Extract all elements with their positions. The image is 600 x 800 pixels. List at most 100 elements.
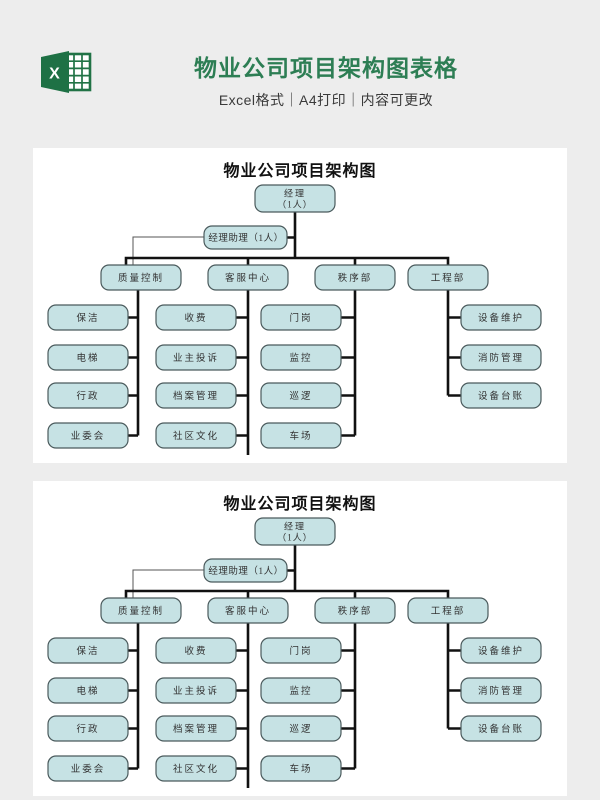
org-node-child-1-2-label: 电梯 xyxy=(76,685,99,697)
org-node-manager-line1: 经理 xyxy=(284,521,306,532)
org-node-child-1-1: 保洁 xyxy=(47,304,129,331)
org-node-dept-2-label: 客服中心 xyxy=(225,272,271,284)
org-node-child-2-4-label: 社区文化 xyxy=(173,763,219,775)
org-node-child-4-1-label: 设备维护 xyxy=(478,645,524,657)
org-node-dept-2-label: 客服中心 xyxy=(225,605,271,617)
org-node-manager-line2: （1人） xyxy=(277,533,313,543)
org-node-child-4-1-label: 设备维护 xyxy=(478,312,524,324)
org-node-child-2-1: 收费 xyxy=(155,304,237,331)
org-node-child-3-1: 门岗 xyxy=(260,304,342,331)
org-node-child-4-3-label: 设备台账 xyxy=(478,390,524,402)
org-node-child-3-3-label: 巡逻 xyxy=(289,724,312,735)
org-node-dept-1-label: 质量控制 xyxy=(118,605,164,617)
org-node-child-4-1: 设备维护 xyxy=(460,637,542,664)
org-node-dept-4: 工程部 xyxy=(407,264,489,291)
org-node-manager: 经理（1人） xyxy=(254,184,336,213)
org-node-child-2-3-label: 档案管理 xyxy=(173,723,219,735)
org-node-child-3-4: 车场 xyxy=(260,755,342,782)
org-node-child-1-4: 业委会 xyxy=(47,755,129,782)
org-node-child-4-2: 消防管理 xyxy=(460,344,542,371)
org-node-child-1-4-label: 业委会 xyxy=(71,430,106,442)
org-node-child-1-3-label: 行政 xyxy=(76,723,99,735)
org-node-child-1-1: 保洁 xyxy=(47,637,129,664)
org-node-manager-line1: 经理 xyxy=(284,188,306,199)
org-node-dept-2: 客服中心 xyxy=(207,597,289,624)
org-node-dept-4-label: 工程部 xyxy=(431,272,466,284)
org-node-child-3-1-label: 门岗 xyxy=(289,312,312,324)
org-node-child-1-3: 行政 xyxy=(47,382,129,409)
org-node-child-3-4-label: 车场 xyxy=(289,430,312,442)
org-node-child-2-2: 业主投诉 xyxy=(155,677,237,704)
svg-text:X: X xyxy=(49,66,60,83)
org-node-dept-4-label: 工程部 xyxy=(431,605,466,617)
org-node-child-1-4: 业委会 xyxy=(47,422,129,449)
chart-title-2: 物业公司项目架构图 xyxy=(223,496,377,513)
org-node-child-4-1: 设备维护 xyxy=(460,304,542,331)
org-node-child-1-3: 行政 xyxy=(47,715,129,742)
org-node-child-4-2: 消防管理 xyxy=(460,677,542,704)
org-node-dept-1-label: 质量控制 xyxy=(118,272,164,284)
org-node-child-3-3: 巡逻 xyxy=(260,382,342,409)
excel-icon: X xyxy=(41,51,92,93)
org-node-child-2-4: 社区文化 xyxy=(155,422,237,449)
page-subtitle: Excel格式｜A4打印｜内容可更改 xyxy=(218,92,434,108)
org-node-child-4-3: 设备台账 xyxy=(460,382,542,409)
org-node-child-1-2: 电梯 xyxy=(47,677,129,704)
org-node-child-1-2-label: 电梯 xyxy=(76,352,99,364)
org-node-dept-2: 客服中心 xyxy=(207,264,289,291)
org-node-child-2-2-label: 业主投诉 xyxy=(173,685,219,697)
chart-panel-1: 物业公司项目架构图 经理（1人） 经理助理（1人） 质量控制保洁电梯行政业委会 客服中… xyxy=(33,148,567,463)
assistant-branch-line xyxy=(132,236,204,265)
org-node-child-1-3-label: 行政 xyxy=(76,390,99,402)
chart-title-1: 物业公司项目架构图 xyxy=(223,163,377,180)
org-node-dept-3-label: 秩序部 xyxy=(338,272,373,284)
org-node-assistant-label: 经理助理（1人） xyxy=(208,232,283,244)
org-node-child-2-1-label: 收费 xyxy=(184,312,207,324)
org-node-child-2-4-label: 社区文化 xyxy=(173,430,219,442)
page-title: 物业公司项目架构图表格 xyxy=(194,55,458,81)
org-node-child-2-1-label: 收费 xyxy=(184,645,207,657)
org-node-child-4-3-label: 设备台账 xyxy=(478,723,524,735)
org-node-child-3-2: 监控 xyxy=(260,344,342,371)
org-node-dept-1: 质量控制 xyxy=(100,264,182,291)
header-text: 物业公司项目架构图表格 Excel格式｜A4打印｜内容可更改 xyxy=(52,0,600,110)
org-node-dept-1: 质量控制 xyxy=(100,597,182,624)
header: X 物业公司项目架构图表格 Excel格式｜A4打印｜内容可更改 xyxy=(0,0,600,130)
org-connector-lines xyxy=(124,211,461,455)
org-node-dept-3: 秩序部 xyxy=(314,597,396,624)
assistant-branch-line xyxy=(132,569,204,598)
org-node-dept-3-label: 秩序部 xyxy=(338,605,373,617)
org-node-dept-4: 工程部 xyxy=(407,597,489,624)
org-node-child-1-4-label: 业委会 xyxy=(71,763,106,775)
org-node-assistant: 经理助理（1人） xyxy=(203,558,288,583)
org-node-manager-line2: （1人） xyxy=(277,200,313,210)
org-node-child-1-1-label: 保洁 xyxy=(76,312,99,324)
org-node-assistant: 经理助理（1人） xyxy=(203,225,288,250)
org-node-child-1-2: 电梯 xyxy=(47,344,129,371)
org-node-child-2-2-label: 业主投诉 xyxy=(173,352,219,364)
org-node-child-3-1-label: 门岗 xyxy=(289,645,312,657)
org-node-child-3-4: 车场 xyxy=(260,422,342,449)
org-connector-lines xyxy=(124,544,461,788)
org-node-child-2-2: 业主投诉 xyxy=(155,344,237,371)
org-node-child-3-3-label: 巡逻 xyxy=(289,391,312,402)
org-node-child-2-4: 社区文化 xyxy=(155,755,237,782)
org-node-child-2-1: 收费 xyxy=(155,637,237,664)
org-node-child-3-3: 巡逻 xyxy=(260,715,342,742)
chart-panel-2: 物业公司项目架构图 经理（1人） 经理助理（1人） 质量控制保洁电梯行政业委会 客服中… xyxy=(33,481,567,796)
org-node-child-2-3: 档案管理 xyxy=(155,382,237,409)
org-node-child-4-3: 设备台账 xyxy=(460,715,542,742)
org-node-assistant-label: 经理助理（1人） xyxy=(208,565,283,577)
org-node-child-3-2-label: 监控 xyxy=(289,352,312,364)
org-node-manager: 经理（1人） xyxy=(254,517,336,546)
org-node-child-4-2-label: 消防管理 xyxy=(478,352,524,364)
org-node-dept-3: 秩序部 xyxy=(314,264,396,291)
org-node-child-1-1-label: 保洁 xyxy=(76,645,99,657)
org-node-child-2-3: 档案管理 xyxy=(155,715,237,742)
org-node-child-3-2-label: 监控 xyxy=(289,685,312,697)
org-node-child-2-3-label: 档案管理 xyxy=(173,390,219,402)
org-node-child-4-2-label: 消防管理 xyxy=(478,685,524,697)
